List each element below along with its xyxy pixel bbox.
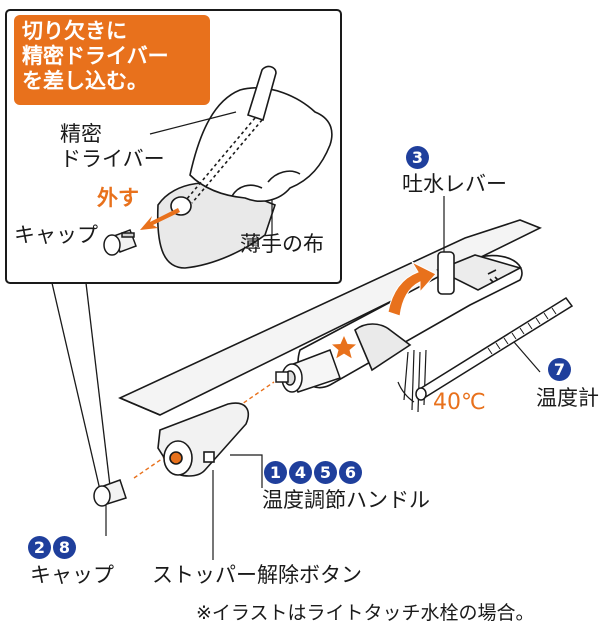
lever-arrow (387, 260, 437, 317)
leader-driver (149, 111, 237, 135)
step-badge: 3 (406, 146, 429, 169)
step-badge: 8 (53, 536, 76, 559)
steps-cap: 2 8 (28, 536, 76, 559)
callout-line-3: を差し込む。 (22, 68, 148, 93)
water-stream (397, 349, 427, 413)
temperature-handle-drawing (157, 402, 250, 477)
label-precision-driver-2: ドライバー (60, 147, 165, 171)
footnote: ※イラストはライトタッチ水栓の場合。 (196, 602, 535, 624)
label-spout-lever: 吐水レバー (402, 172, 507, 196)
label-thermometer: 温度計 (536, 386, 599, 410)
label-precision-driver-1: 精密 (60, 122, 102, 146)
steps-spout-lever: 3 (406, 146, 429, 169)
label-cap: キャップ (30, 563, 114, 587)
inset-handle-illustration (156, 65, 333, 269)
step-badge: 5 (314, 461, 337, 484)
step-badge: 7 (548, 358, 571, 381)
inset-cap (103, 229, 137, 256)
instruction-callout: 切り欠きに 精密ドライバー を差し込む。 (14, 15, 210, 105)
cartridge (275, 349, 341, 393)
magnify-line-left (51, 282, 104, 504)
label-temperature-value: 40℃ (433, 390, 486, 415)
main-leaders (105, 196, 541, 560)
steps-thermometer: 7 (548, 358, 571, 381)
label-thin-cloth: 薄手の布 (240, 232, 324, 256)
label-remove: 外す (97, 186, 139, 210)
star-marker (332, 336, 356, 359)
thermometer (415, 297, 574, 401)
step-badge: 1 (264, 461, 287, 484)
steps-temperature-handle: 1 4 5 6 (264, 461, 362, 484)
label-stopper-release: ストッパー解除ボタン (152, 563, 362, 587)
callout-line-2: 精密ドライバー (22, 43, 169, 68)
step-badge: 6 (339, 461, 362, 484)
callout-line-1: 切り欠きに (22, 19, 127, 43)
step-badge: 4 (289, 461, 312, 484)
counter-surface (118, 219, 542, 416)
step-badge: 2 (28, 536, 51, 559)
main-cap (93, 479, 127, 507)
label-inset-cap: キャップ (14, 223, 98, 247)
magnify-line-right (85, 282, 113, 504)
remove-arrow (140, 208, 180, 230)
label-temperature-handle: 温度調節ハンドル (262, 488, 430, 512)
